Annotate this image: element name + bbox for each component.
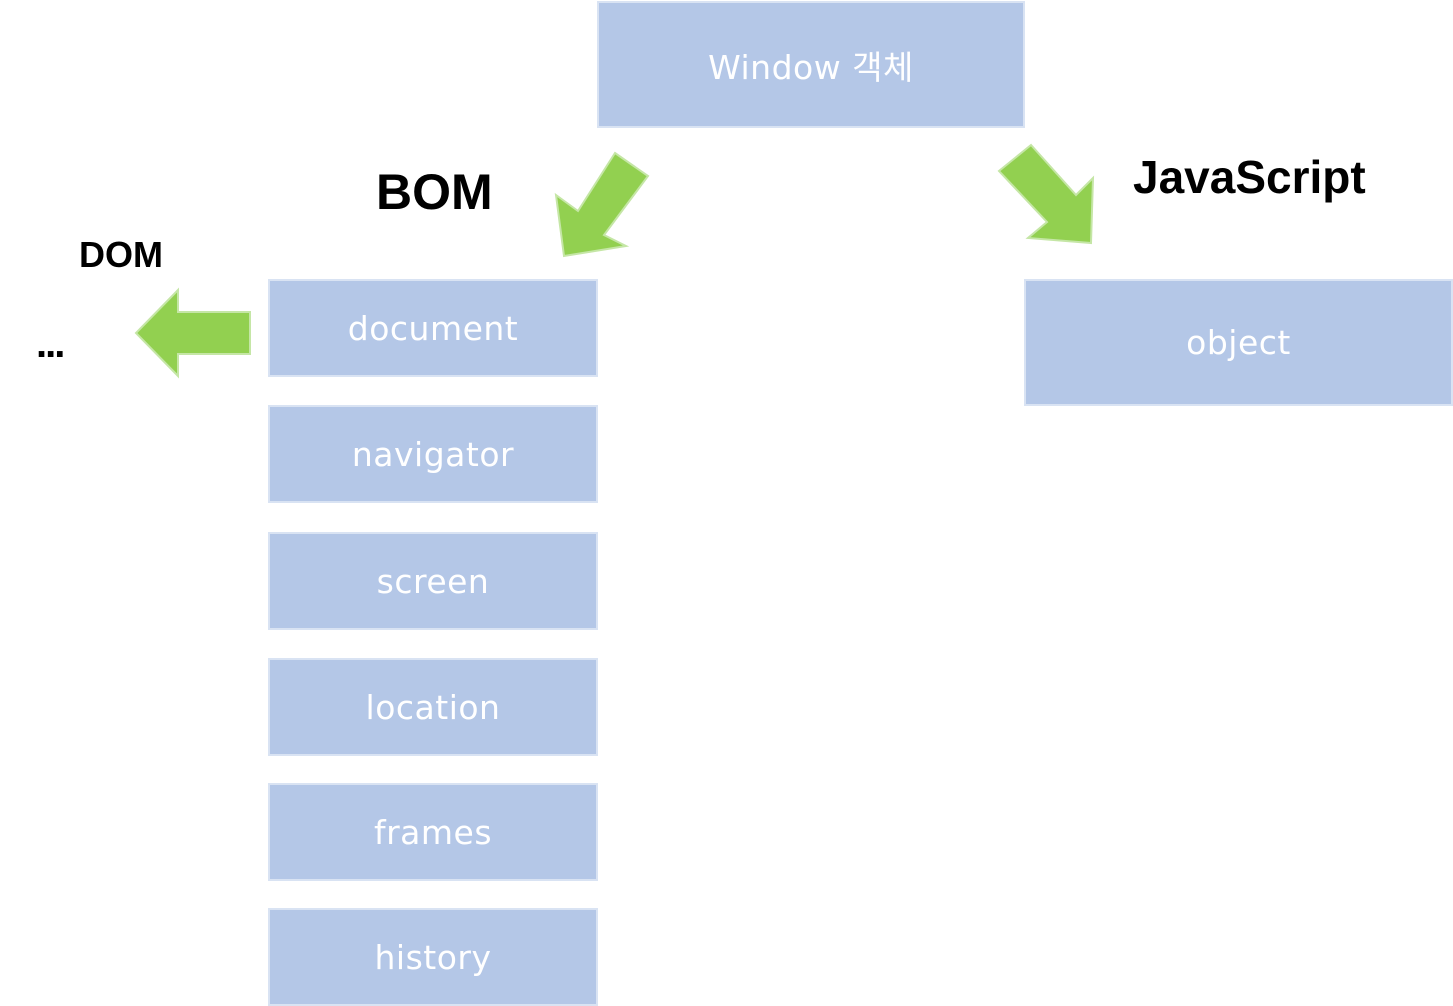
arrow-window-to-bom (554, 151, 650, 258)
window-object-box: Window 객체 (597, 1, 1025, 128)
arrow-window-to-javascript (997, 143, 1095, 245)
arrow-document-to-dom (134, 287, 251, 379)
dom-heading: DOM (79, 234, 163, 275)
bom-item-label: frames (373, 812, 493, 852)
ellipsis-text: ... (36, 322, 65, 366)
js-item-label: object (1186, 323, 1291, 362)
js-item-object: object (1024, 279, 1453, 406)
bom-item-navigator: navigator (268, 405, 598, 503)
bom-item-frames: frames (268, 783, 598, 881)
bom-item-history: history (268, 908, 598, 1006)
bom-item-label: history (374, 937, 492, 977)
bom-item-location: location (268, 658, 598, 756)
javascript-heading: JavaScript (1133, 151, 1366, 203)
bom-item-document: document (268, 279, 598, 377)
bom-heading: BOM (376, 164, 493, 220)
bom-item-label: document (347, 308, 519, 348)
window-object-label: Window 객체 (708, 47, 914, 87)
bom-item-label: location (365, 687, 501, 727)
bom-item-label: screen (376, 561, 490, 601)
bom-item-screen: screen (268, 532, 598, 630)
bom-item-label: navigator (351, 434, 515, 474)
